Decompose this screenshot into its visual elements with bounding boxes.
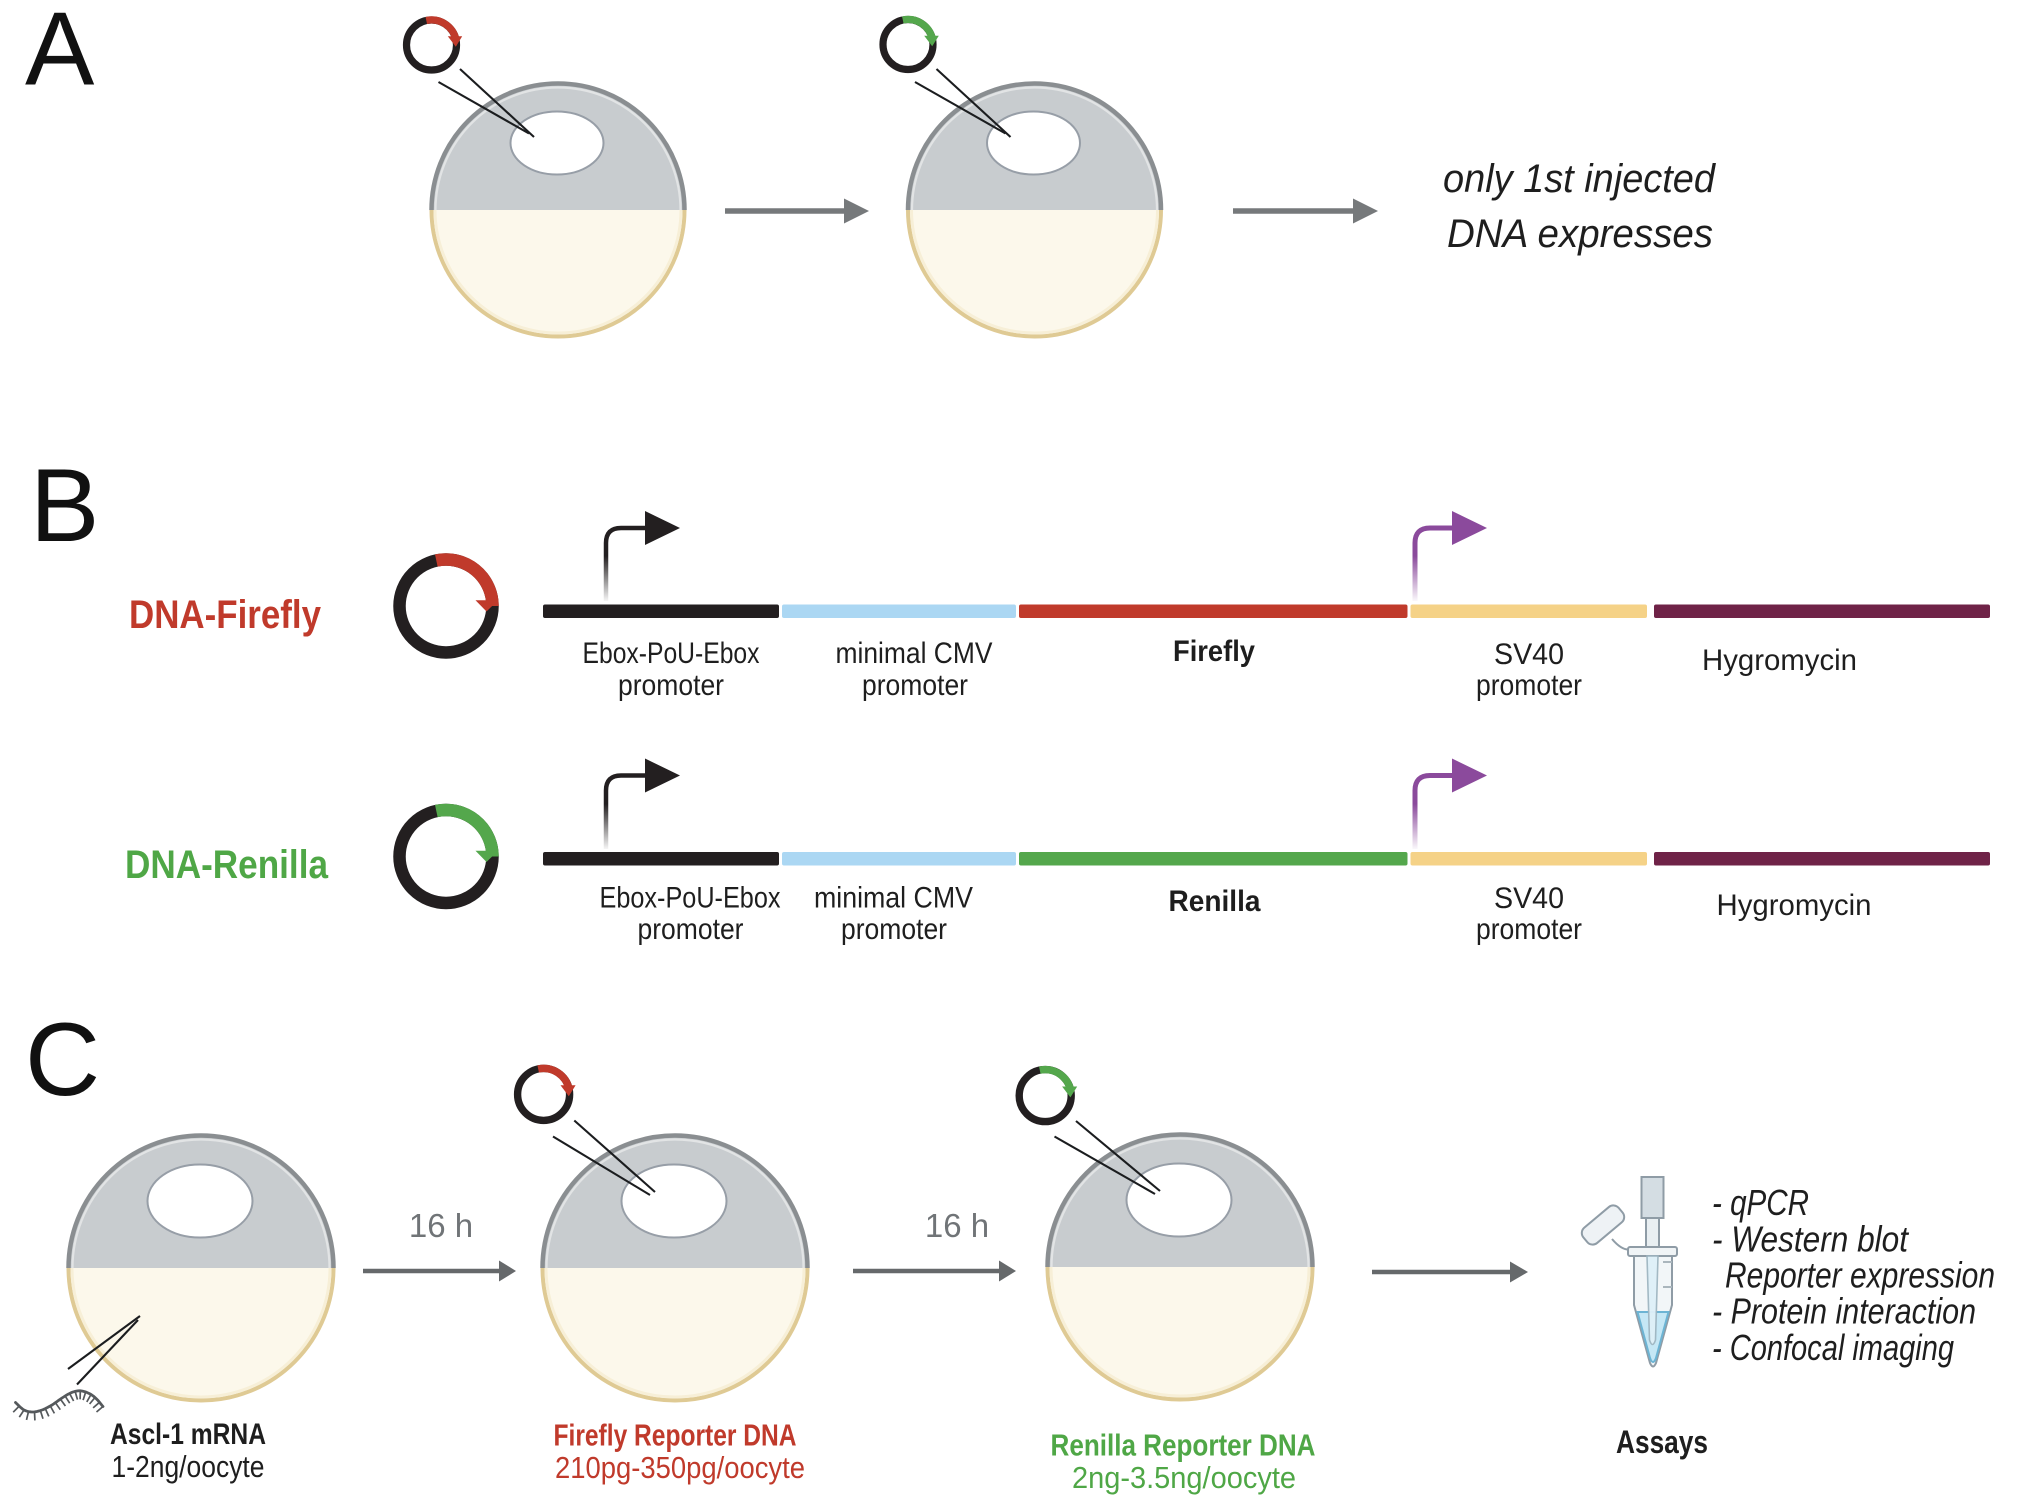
svg-text:Assays: Assays [1616, 1424, 1708, 1460]
svg-text:Hygromycin: Hygromycin [1702, 644, 1857, 677]
svg-text:Firefly: Firefly [1173, 635, 1255, 668]
svg-text:promoter: promoter [862, 669, 968, 702]
svg-text:Firefly Reporter DNA: Firefly Reporter DNA [554, 1417, 797, 1452]
svg-text:16 h: 16 h [409, 1207, 473, 1244]
svg-text:DNA-Firefly: DNA-Firefly [129, 593, 322, 637]
svg-text:promoter: promoter [1476, 669, 1582, 702]
svg-text:only 1st injected: only 1st injected [1443, 157, 1717, 201]
svg-text:- Protein interaction: - Protein interaction [1712, 1291, 1976, 1332]
svg-text:16 h: 16 h [925, 1207, 989, 1244]
svg-text:C: C [25, 1002, 100, 1118]
svg-text:- Confocal imaging: - Confocal imaging [1712, 1327, 1954, 1368]
svg-text:Ascl-1 mRNA: Ascl-1 mRNA [110, 1418, 266, 1451]
svg-text:Reporter expression: Reporter expression [1725, 1255, 1995, 1296]
svg-text:promoter: promoter [1476, 913, 1582, 946]
svg-text:- qPCR: - qPCR [1712, 1182, 1809, 1223]
svg-text:DNA-Renilla: DNA-Renilla [125, 843, 329, 887]
svg-text:minimal CMV: minimal CMV [814, 882, 973, 915]
svg-text:210pg-350pg/oocyte: 210pg-350pg/oocyte [555, 1450, 805, 1485]
svg-text:Ebox-PoU-Ebox: Ebox-PoU-Ebox [600, 882, 781, 915]
svg-text:A: A [25, 0, 95, 108]
svg-text:2ng-3.5ng/oocyte: 2ng-3.5ng/oocyte [1072, 1460, 1296, 1495]
svg-text:minimal CMV: minimal CMV [836, 637, 993, 670]
svg-text:Ebox-PoU-Ebox: Ebox-PoU-Ebox [583, 637, 760, 670]
svg-text:SV40: SV40 [1494, 638, 1564, 671]
svg-text:SV40: SV40 [1494, 882, 1564, 915]
svg-text:Renilla Reporter DNA: Renilla Reporter DNA [1051, 1428, 1316, 1463]
svg-text:promoter: promoter [618, 669, 724, 702]
svg-text:- Western blot: - Western blot [1712, 1219, 1910, 1260]
svg-text:B: B [30, 448, 99, 564]
svg-text:DNA expresses: DNA expresses [1447, 212, 1713, 256]
svg-text:Renilla: Renilla [1169, 885, 1261, 918]
svg-text:promoter: promoter [841, 913, 947, 946]
svg-text:1-2ng/oocyte: 1-2ng/oocyte [112, 1449, 265, 1484]
svg-text:promoter: promoter [638, 913, 744, 946]
svg-text:Hygromycin: Hygromycin [1717, 889, 1872, 922]
